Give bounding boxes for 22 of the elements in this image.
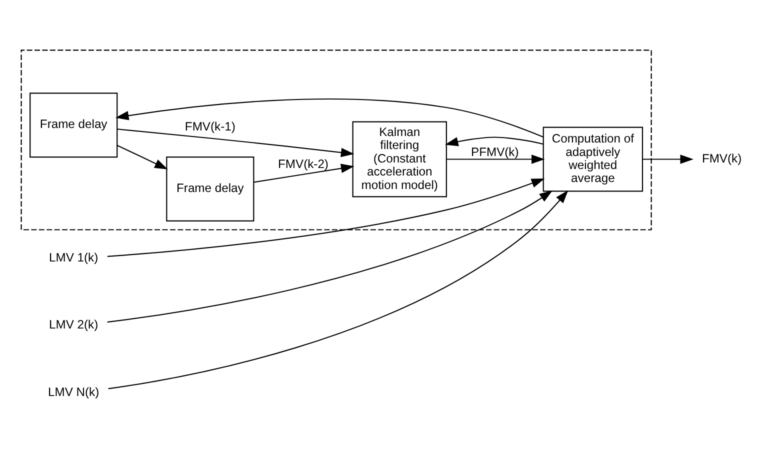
node-text: LMV 1(k)	[49, 250, 98, 264]
arrow	[116, 144, 168, 170]
node-box: Frame delay	[30, 92, 118, 158]
edge-label: FMV(k-2)	[278, 156, 328, 171]
arrow	[254, 164, 354, 183]
arrow	[117, 128, 354, 158]
cluster	[20, 50, 652, 230]
node-text: LMV N(k)	[48, 384, 100, 399]
node-text: LMV 2(k)	[49, 318, 98, 332]
node-box: Computation of adaptively weighted average	[542, 126, 644, 192]
arrow	[107, 178, 545, 257]
arrow	[444, 136, 544, 146]
arrow	[446, 154, 545, 164]
node-box: Kalman filtering (Constant acceleration motion model)	[352, 121, 447, 198]
node-box: Frame delay	[166, 156, 254, 222]
arrow	[115, 98, 544, 138]
node-text: FMV(k)	[702, 151, 742, 166]
edge-label: FMV(k-1)	[184, 119, 236, 134]
arrow	[642, 154, 694, 164]
arrow	[107, 190, 553, 323]
arrow	[108, 190, 568, 390]
edge-label: PFMV(k)	[471, 144, 519, 159]
